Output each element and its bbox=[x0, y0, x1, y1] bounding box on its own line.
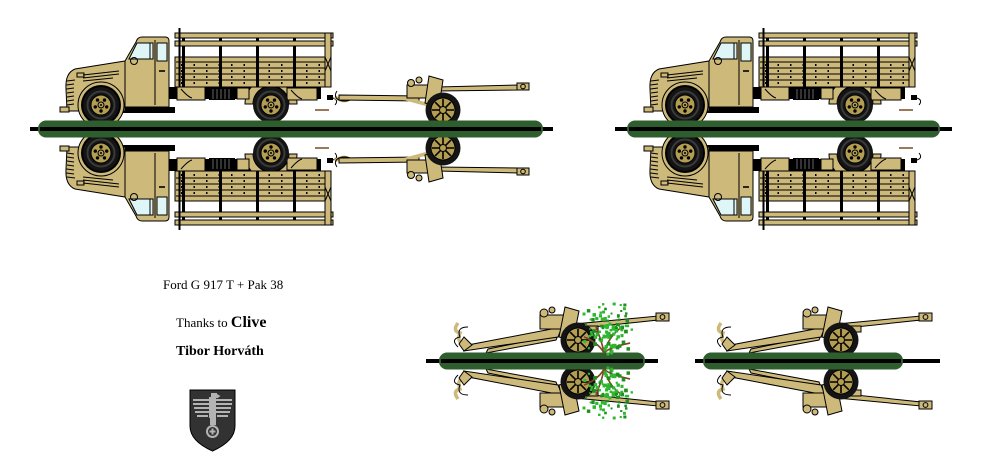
eagle-icon bbox=[193, 393, 232, 438]
artwork-title: Ford G 917 T + Pak 38 bbox=[163, 277, 284, 292]
reflection bbox=[717, 365, 932, 416]
author-name: Tibor Horváth bbox=[176, 344, 264, 359]
pak38-towed-gun bbox=[335, 76, 529, 128]
scene-truck bbox=[615, 28, 952, 230]
reflection bbox=[644, 130, 921, 230]
pak38-deployed-gun bbox=[454, 307, 669, 358]
reflection bbox=[454, 365, 669, 421]
wehrmacht-eagle-emblem bbox=[189, 389, 236, 452]
credit-line: Thanks to Clive bbox=[176, 314, 266, 332]
scene-truck-towing-pak38 bbox=[30, 28, 553, 230]
reflection bbox=[60, 130, 529, 230]
scene-pak38 bbox=[695, 307, 940, 415]
credit-prefix: Thanks to bbox=[176, 315, 231, 330]
credit-name: Clive bbox=[230, 314, 267, 331]
truck-side-view bbox=[644, 28, 921, 128]
scene-pak38-camouflaged bbox=[426, 301, 669, 421]
pak38-deployed-gun bbox=[717, 307, 932, 358]
truck-side-view bbox=[60, 28, 337, 128]
